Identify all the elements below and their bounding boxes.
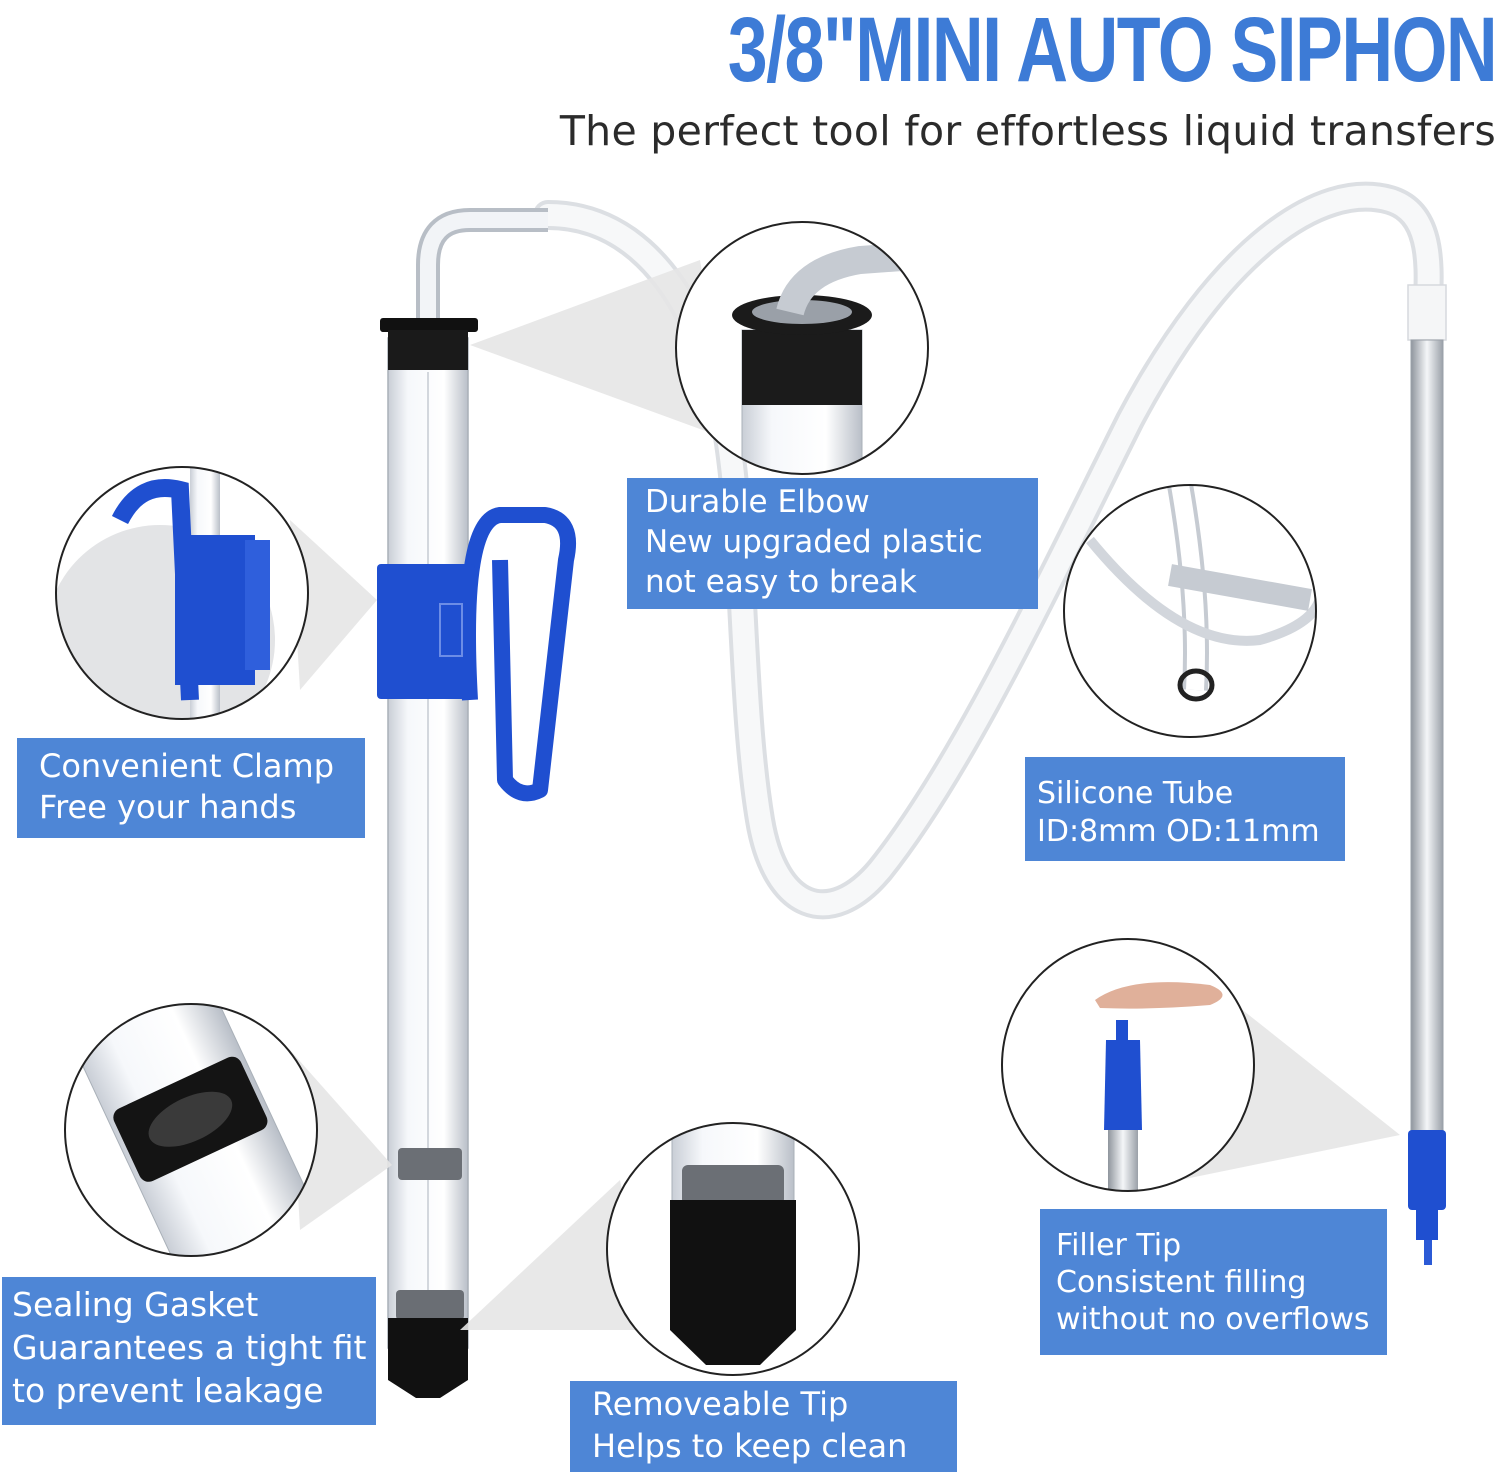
callout-heading: Filler Tip [1056,1228,1182,1263]
siphon-elbow [416,208,548,320]
callout-line: New upgraded plastic [645,524,983,560]
zoom-circle-tube [1063,484,1317,738]
callout-sealing-gasket: Sealing Gasket Guarantees a tight fit to… [2,1277,376,1425]
page-subtitle: The perfect tool for effortless liquid t… [559,107,1496,155]
filler-rod [1408,339,1446,1265]
callout-line: Free your hands [39,788,297,826]
callout-removeable-tip: Removeable Tip Helps to keep clean [570,1381,957,1472]
callout-line: Helps to keep clean [592,1427,908,1465]
callout-heading: Durable Elbow [645,484,870,520]
zoom-circle-elbow [675,221,929,475]
zoom-circle-tip [606,1122,860,1376]
callout-line: Guarantees a tight fit [12,1328,367,1367]
callout-filler-tip: Filler Tip Consistent filling without no… [1040,1209,1387,1355]
callout-line: ID:8mm OD:11mm [1037,814,1320,849]
callout-line: Consistent filling [1056,1265,1307,1300]
blue-clamp [377,507,577,802]
page-title: 3/8"MINI AUTO SIPHON [727,0,1498,101]
callout-silicone-tube: Silicone Tube ID:8mm OD:11mm [1025,757,1345,861]
callout-heading: Removeable Tip [592,1385,849,1423]
zoom-circle-gasket [64,969,331,1298]
siphon-racking-cane [380,318,478,1398]
callout-heading: Convenient Clamp [39,747,335,785]
callout-heading: Sealing Gasket [12,1285,259,1324]
callout-line: not easy to break [645,564,917,600]
callout-line: to prevent leakage [12,1371,324,1410]
callout-line: without no overflows [1056,1302,1370,1337]
zoom-circle-clamp [55,466,309,720]
callout-heading: Silicone Tube [1037,776,1234,811]
zoom-circle-filler [1001,938,1255,1192]
callout-durable-elbow: Durable Elbow New upgraded plastic not e… [627,478,1038,609]
callout-convenient-clamp: Convenient Clamp Free your hands [17,738,365,838]
